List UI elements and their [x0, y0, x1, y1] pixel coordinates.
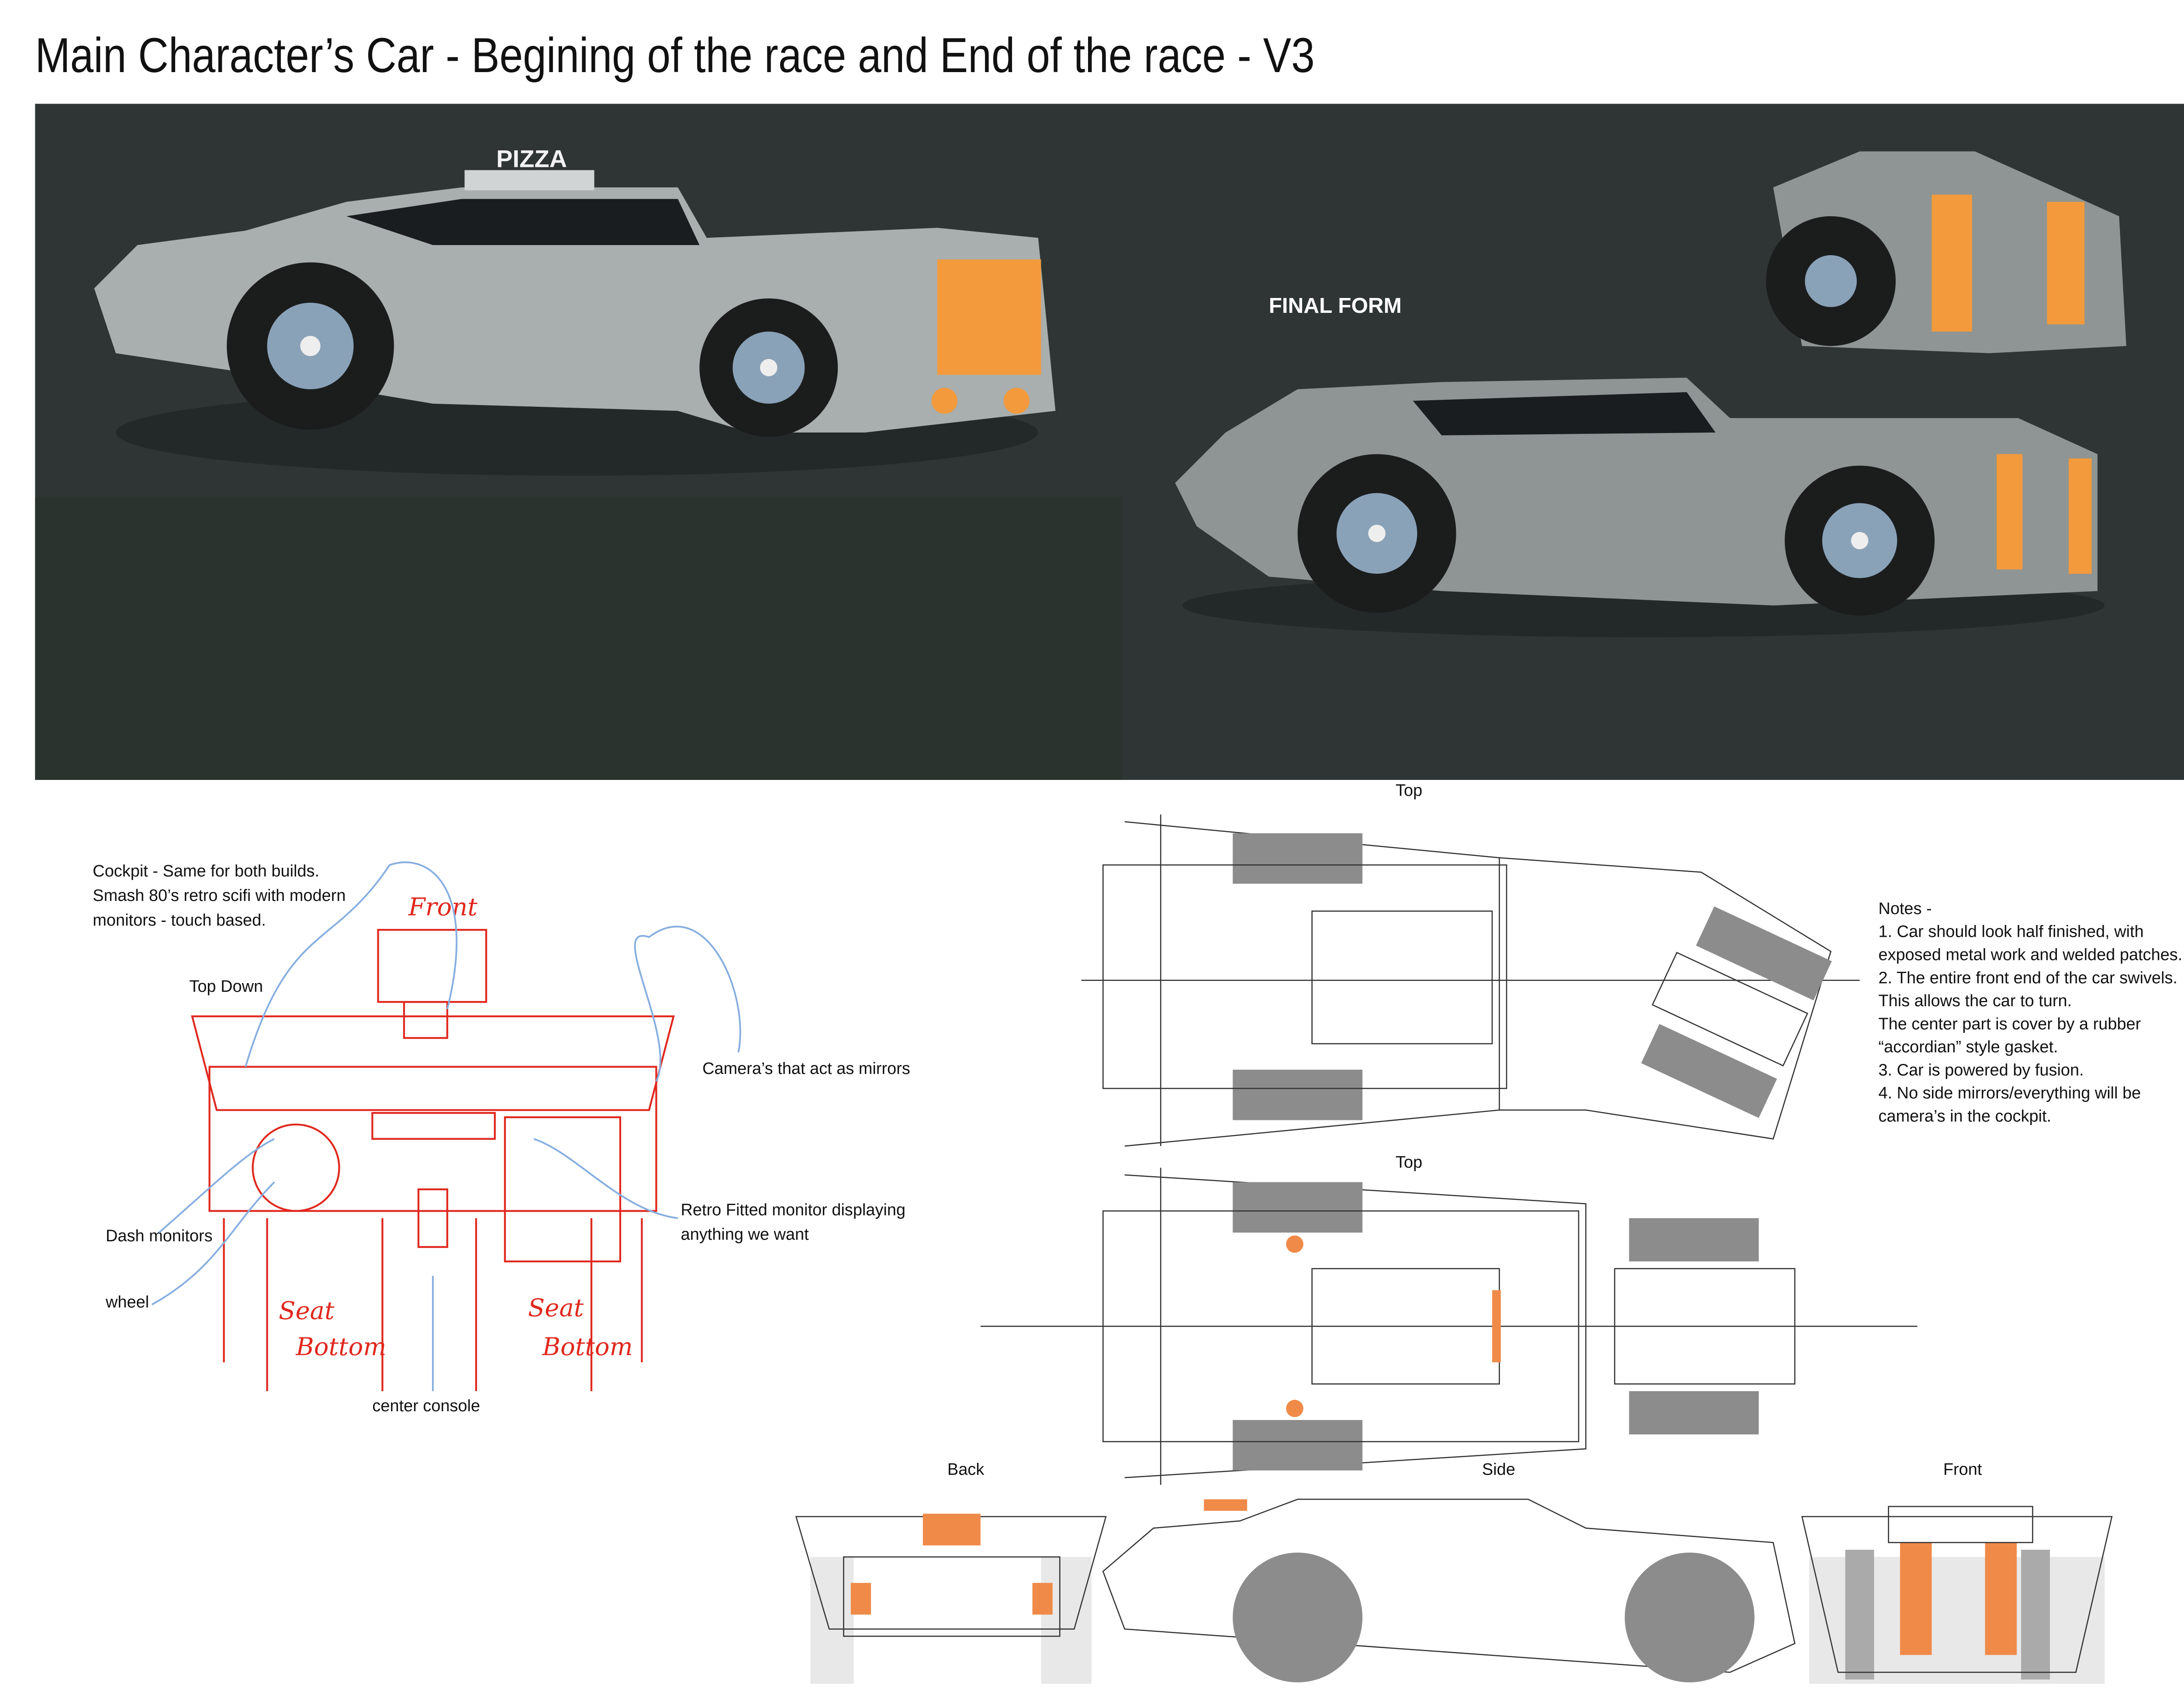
- retro-monitor-label-1: Retro Fitted monitor displaying: [681, 1201, 906, 1219]
- note-line: 4. No side mirrors/everything will be: [1878, 1084, 2141, 1102]
- note-line: “accordian” style gasket.: [1878, 1038, 2058, 1056]
- top-down-label: Top Down: [189, 977, 263, 996]
- blueprints: Top Top Back Side Front: [795, 781, 2113, 1684]
- cockpit-intro-3: monitors - touch based.: [93, 911, 266, 929]
- back-view-label: Back: [947, 1460, 985, 1479]
- retro-monitor-label-2: anything we want: [681, 1226, 809, 1244]
- front-handwritten: Front: [408, 893, 478, 921]
- note-line: 2. The entire front end of the car swive…: [1878, 969, 2177, 987]
- top-view-label-1: Top: [1396, 781, 1422, 800]
- cameras-label: Camera’s that act as mirrors: [702, 1060, 910, 1078]
- note-line: 1. Car should look half finished, with: [1878, 923, 2143, 941]
- sheet-title: Main Character’s Car - Begining of the r…: [35, 28, 1314, 83]
- seat-right-1: Seat: [528, 1294, 584, 1322]
- top-view-swivel: [1081, 814, 1860, 1147]
- blue-callouts: [151, 861, 741, 1392]
- side-view: [1102, 1499, 1796, 1683]
- final-form-label: FINAL FORM: [1269, 294, 1402, 318]
- seat-left-1: Seat: [279, 1297, 335, 1325]
- note-line: 3. Car is powered by fusion.: [1878, 1061, 2084, 1079]
- front-view-label: Front: [1943, 1460, 1982, 1479]
- starting-car-render: PIZZA: [94, 145, 1056, 476]
- notes: Notes - 1. Car should look half finished…: [1878, 900, 2182, 1126]
- pizza-sign: PIZZA: [496, 145, 567, 173]
- render-panel: PIZZA FINAL FORM: [35, 104, 2184, 780]
- top-view-label-2: Top: [1396, 1153, 1422, 1172]
- top-view-straight: [980, 1167, 1918, 1485]
- front-view: [1801, 1506, 2113, 1684]
- cockpit-sketch: Cockpit - Same for both builds. Smash 80…: [93, 861, 910, 1415]
- final-form-front-render: [1766, 151, 2126, 353]
- center-console-label: center console: [372, 1397, 480, 1415]
- wheel-label: wheel: [105, 1293, 149, 1312]
- cockpit-intro-1: Cockpit - Same for both builds.: [93, 862, 319, 880]
- note-line: This allows the car to turn.: [1878, 992, 2072, 1010]
- back-view: [795, 1514, 1107, 1684]
- cockpit-intro-2: Smash 80’s retro scifi with modern: [93, 887, 346, 905]
- seat-left-2: Bottom: [296, 1333, 387, 1361]
- note-line: camera’s in the cockpit.: [1878, 1107, 2051, 1126]
- red-linework: [191, 929, 675, 1392]
- note-line: exposed metal work and welded patches.: [1878, 946, 2182, 964]
- side-view-label: Side: [1482, 1460, 1515, 1479]
- dash-monitors-label: Dash monitors: [106, 1227, 213, 1245]
- seat-right-2: Bottom: [542, 1333, 633, 1361]
- notes-heading: Notes -: [1878, 900, 1932, 918]
- note-line: The center part is cover by a rubber: [1878, 1015, 2141, 1033]
- final-form-car-render: [1175, 378, 2105, 637]
